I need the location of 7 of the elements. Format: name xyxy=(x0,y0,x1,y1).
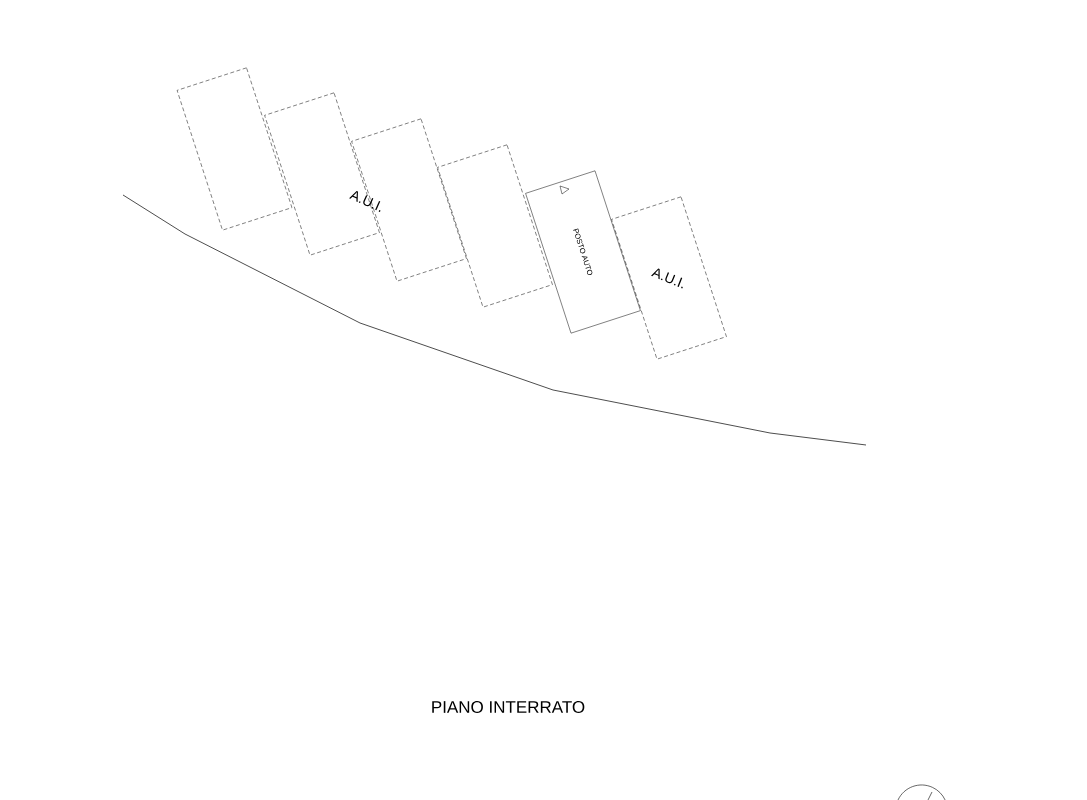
unit-outline xyxy=(176,67,293,231)
room-label: A.U.I. xyxy=(349,191,381,212)
plan-caption: PIANO INTERRATO xyxy=(432,700,585,713)
unit-outline xyxy=(437,144,553,308)
unit-outline xyxy=(264,92,380,256)
unit-outline xyxy=(351,118,467,282)
unit-outline: A.U.I. xyxy=(611,196,727,360)
